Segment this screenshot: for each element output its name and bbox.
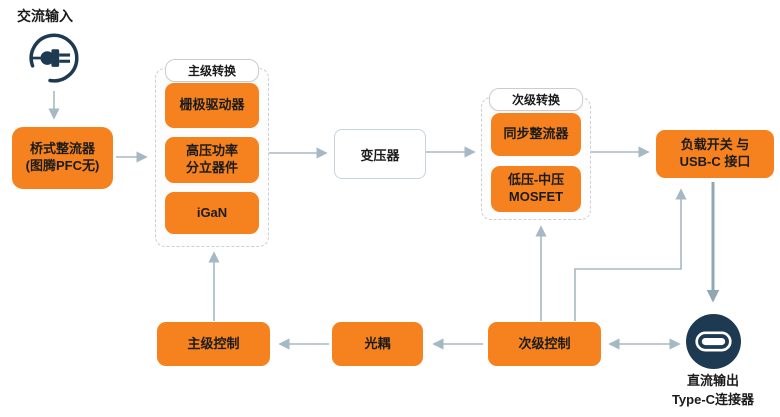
bridge-rectifier-block: 桥式整流器 (图腾PFC无)	[12, 127, 113, 189]
primary-control-block: 主级控制	[157, 322, 270, 366]
secondary-conversion-label: 次级转换	[489, 88, 583, 111]
transformer-block: 变压器	[334, 129, 426, 179]
mosfet-line2: MOSFET	[508, 189, 564, 204]
secondary-control-block: 次级控制	[488, 322, 601, 366]
bridge-rectifier-line1: 桥式整流器	[29, 141, 95, 157]
primary-conversion-label: 主级转换	[165, 59, 259, 82]
dc-output-line1: 直流输出	[686, 373, 739, 388]
igan-block: iGaN	[165, 192, 259, 234]
mosfet-line1: 低压-中压	[507, 172, 565, 188]
sync-rectifier-block: 同步整流器	[491, 113, 581, 156]
primary-conversion-group: 主级转换 栅极驱动器 高压功率 分立器件 iGaN	[155, 59, 269, 247]
load-switch-line2: USB-C 接口	[679, 154, 751, 169]
hv-power-block: 高压功率 分立器件	[165, 137, 259, 183]
ac-plug-icon	[29, 33, 79, 83]
usbc-connector-icon	[686, 314, 741, 369]
secondary-conversion-group: 次级转换 同步整流器 低压-中压 MOSFET	[481, 88, 591, 220]
hv-power-line2: 分立器件	[185, 160, 238, 175]
mosfet-block: 低压-中压 MOSFET	[491, 166, 581, 212]
ac-input-label: 交流输入	[17, 8, 73, 24]
arrow-secondaryctrl-to-loadswitch	[574, 188, 687, 321]
gate-driver-block: 栅极驱动器	[165, 83, 259, 128]
optocoupler-block: 光耦	[332, 322, 423, 366]
load-switch-line1: 负载开关 与	[680, 137, 750, 153]
dc-output-line2: Type-C连接器	[671, 391, 755, 407]
load-switch-block: 负载开关 与 USB-C 接口	[656, 130, 774, 178]
bridge-rectifier-line2: (图腾PFC无)	[25, 158, 100, 173]
hv-power-line1: 高压功率	[185, 143, 238, 159]
dc-output-caption: 直流输出 Type-C连接器	[633, 372, 780, 410]
